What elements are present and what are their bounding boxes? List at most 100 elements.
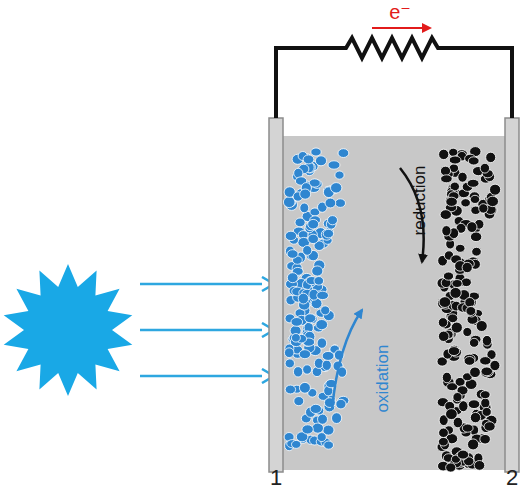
electron-arrow: [372, 27, 430, 29]
particle: [463, 327, 472, 336]
particle: [438, 331, 449, 341]
particle: [438, 318, 447, 328]
particle: [325, 198, 336, 208]
particle: [467, 179, 479, 187]
particle: [322, 351, 334, 360]
particle: [294, 397, 304, 406]
particle: [480, 391, 490, 399]
particle: [470, 367, 481, 378]
wire-resistor: [276, 38, 512, 118]
particle: [482, 407, 491, 416]
particle: [300, 203, 309, 213]
particle: [317, 291, 329, 299]
particle: [328, 216, 338, 225]
particle: [458, 172, 467, 182]
particle: [317, 338, 327, 348]
particle: [453, 393, 462, 402]
particle: [450, 287, 461, 298]
particle: [442, 226, 451, 236]
particle: [292, 440, 301, 448]
electrode: [505, 118, 519, 472]
particle: [452, 280, 462, 288]
particle: [295, 218, 305, 227]
particle: [472, 247, 482, 256]
particle: [291, 318, 303, 327]
particle: [285, 231, 296, 240]
particle: [486, 152, 496, 162]
particle: [453, 417, 462, 428]
particle: [443, 272, 453, 280]
particle: [335, 171, 344, 179]
particle: [439, 297, 451, 308]
particle: [461, 199, 471, 207]
particle: [328, 161, 340, 169]
particle: [335, 199, 345, 208]
particle: [299, 382, 310, 393]
particle: [303, 365, 312, 374]
particle: [439, 428, 449, 437]
particle: [302, 425, 313, 434]
process-label: oxidation: [374, 344, 391, 412]
electron-label: e⁻: [389, 2, 411, 22]
particle: [481, 398, 490, 408]
particle: [303, 246, 312, 256]
particle: [480, 434, 491, 444]
particle: [446, 197, 458, 206]
particle: [285, 385, 295, 394]
particle: [305, 314, 316, 323]
particle: [336, 399, 346, 409]
particle: [338, 149, 349, 158]
particle: [468, 400, 480, 409]
particle: [487, 196, 499, 206]
particle: [291, 334, 300, 343]
particle: [449, 156, 461, 164]
particle: [440, 166, 450, 176]
photoanode-particles: [283, 148, 348, 451]
particle: [449, 148, 458, 156]
particle: [470, 232, 481, 242]
particle: [461, 278, 471, 287]
particle: [440, 210, 451, 220]
particle: [293, 367, 302, 377]
particle: [312, 266, 323, 276]
particle: [299, 350, 310, 359]
particle: [490, 360, 500, 370]
particle: [323, 229, 333, 238]
particle: [315, 156, 326, 166]
particle: [298, 293, 308, 304]
particle: [482, 335, 491, 346]
particle: [446, 463, 456, 472]
oxidation-arrow: [332, 310, 362, 410]
particle: [285, 359, 294, 368]
particle: [476, 321, 487, 332]
light-rays: [140, 284, 262, 376]
particle: [300, 189, 311, 199]
particle: [462, 424, 473, 432]
particle: [287, 273, 298, 283]
light-source: [4, 264, 133, 396]
particle: [310, 404, 321, 413]
particle: [480, 357, 491, 365]
particle: [441, 175, 453, 183]
electrode: [269, 118, 283, 472]
particle: [438, 437, 448, 446]
particle: [322, 360, 331, 371]
particle: [470, 195, 479, 203]
particle: [331, 183, 342, 193]
particle: [467, 222, 477, 233]
cathode-particles: [437, 147, 501, 473]
particle: [284, 348, 294, 358]
particle: [469, 338, 478, 347]
particle: [308, 219, 319, 229]
particle: [484, 422, 495, 431]
callout-number: 2: [506, 467, 518, 489]
particle: [465, 298, 475, 308]
particle: [318, 414, 328, 424]
particle: [449, 345, 460, 355]
process-label: reduction: [412, 165, 429, 235]
particle: [314, 277, 324, 286]
particle: [332, 413, 342, 424]
particle: [451, 322, 462, 333]
particle: [442, 372, 451, 383]
